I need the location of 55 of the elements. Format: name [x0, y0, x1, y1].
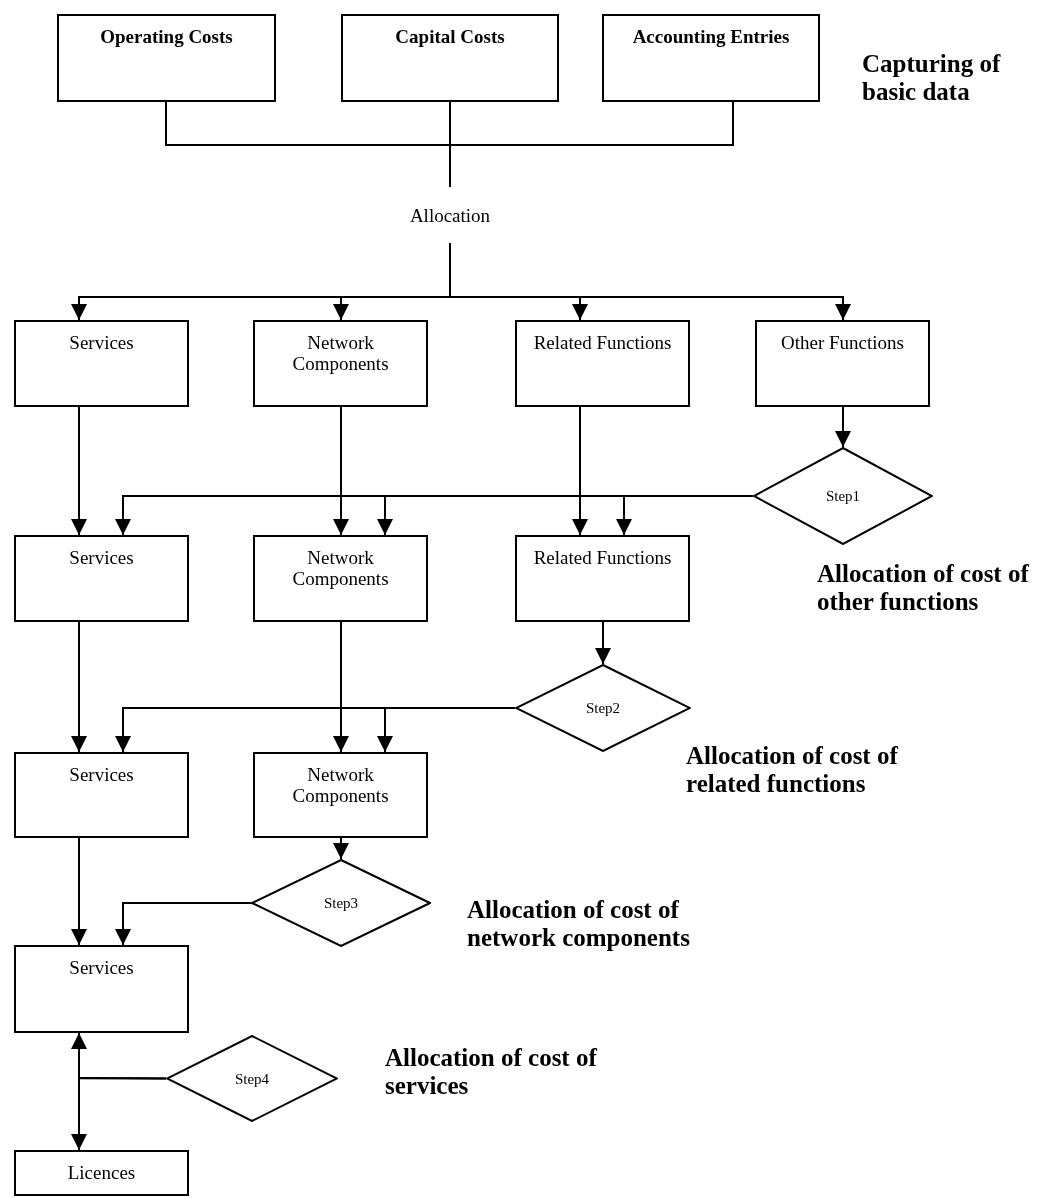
arrow — [333, 406, 349, 536]
process-box — [14, 535, 189, 622]
node-label: Services — [68, 331, 135, 353]
node-label: Network Components — [291, 546, 390, 589]
arrow — [835, 406, 851, 448]
node-label: Step3 — [322, 893, 360, 913]
node-label: Step2 — [584, 698, 622, 718]
process-box — [253, 535, 428, 622]
process-box — [14, 752, 189, 838]
arrow — [333, 621, 349, 753]
arrow — [449, 242, 851, 321]
arrow — [595, 621, 611, 665]
process-box — [14, 945, 189, 1033]
node-label: Licences — [66, 1161, 137, 1183]
decision-diamond — [753, 447, 933, 545]
node-label: Services — [68, 546, 135, 568]
process-box — [14, 320, 189, 407]
node-label: Services — [68, 956, 135, 978]
arrow — [71, 837, 87, 946]
decision-diamond — [251, 859, 431, 947]
arrow — [71, 406, 87, 536]
arrow — [71, 1077, 167, 1151]
arrow — [333, 837, 349, 860]
process-box — [341, 14, 559, 102]
decision-diamond — [166, 1035, 338, 1122]
node-label: Operating Costs — [99, 25, 234, 47]
node-label: Related Functions — [532, 546, 673, 568]
node-label: Step4 — [233, 1069, 271, 1089]
node-label: Related Functions — [532, 331, 673, 353]
section-heading: Capturing of basic data — [862, 50, 1002, 106]
process-box — [14, 1150, 189, 1196]
section-heading: Allocation of cost of related functions — [686, 742, 899, 798]
node-label: Accounting Entries — [631, 25, 791, 47]
node-label: Step1 — [824, 486, 862, 506]
node-label: Capital Costs — [394, 25, 506, 47]
arrow — [115, 902, 252, 946]
node-label: Network Components — [291, 331, 390, 374]
arrow — [572, 406, 588, 536]
process-box — [515, 320, 690, 407]
process-box — [515, 535, 690, 622]
arrow — [377, 707, 516, 753]
node-label: Network Components — [291, 763, 390, 806]
flow-label: Allocation — [400, 187, 500, 243]
arrow — [616, 495, 754, 536]
process-box — [602, 14, 820, 102]
process-box — [253, 752, 428, 838]
process-box — [755, 320, 930, 407]
arrow — [71, 621, 87, 753]
section-heading: Allocation of cost of other functions — [817, 560, 1030, 616]
section-heading: Allocation of cost of network components — [467, 896, 691, 952]
process-box — [57, 14, 276, 102]
node-label: Other Functions — [780, 331, 905, 353]
process-box — [253, 320, 428, 407]
node-label: Services — [68, 763, 135, 785]
section-heading: Allocation of cost of services — [385, 1044, 598, 1100]
